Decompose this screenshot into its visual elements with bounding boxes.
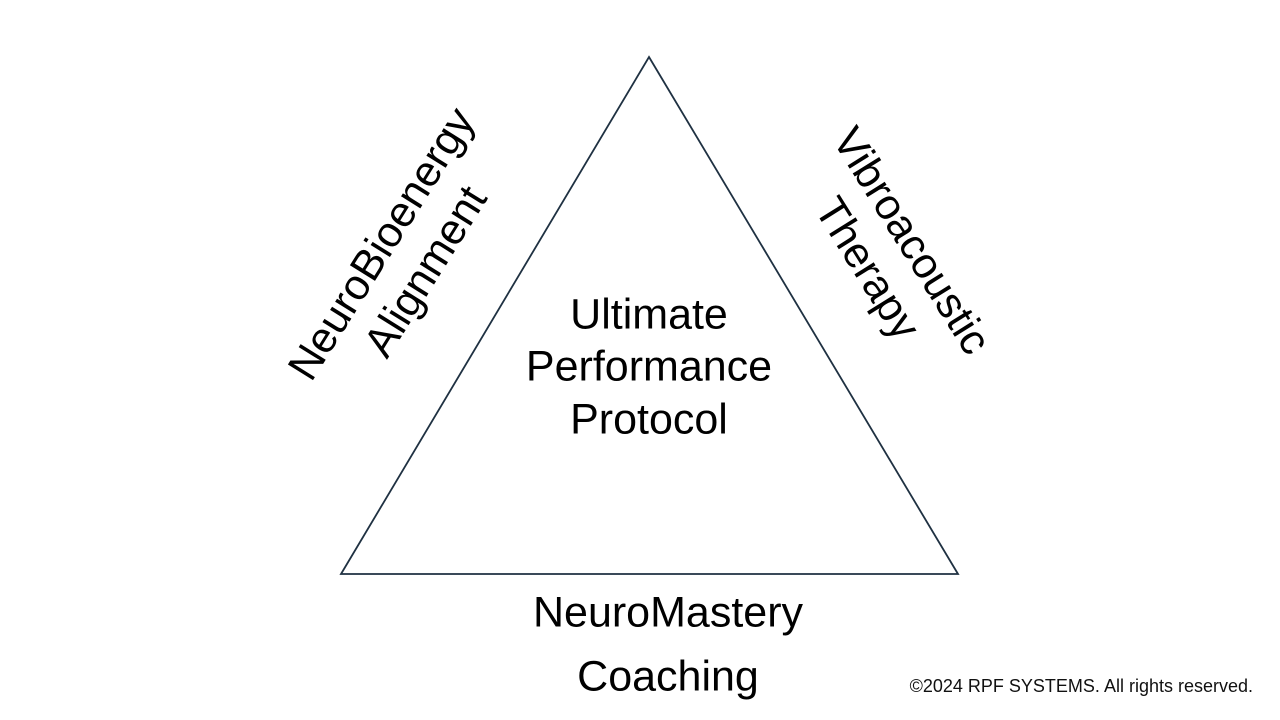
bottom-side-label-line2: Coaching [577, 652, 759, 700]
copyright-notice: ©2024 RPF SYSTEMS. All rights reserved. [909, 676, 1253, 696]
bottom-side-label: NeuroMastery Coaching [533, 581, 803, 708]
center-label: Ultimate Performance Protocol [526, 288, 772, 445]
triangle-outline [339, 55, 960, 575]
bottom-side-label-line1: NeuroMastery [532, 588, 804, 637]
center-label-line2: Performance [525, 342, 773, 391]
center-label-line3: Protocol [570, 395, 728, 444]
center-label-line1: Ultimate [570, 290, 728, 339]
